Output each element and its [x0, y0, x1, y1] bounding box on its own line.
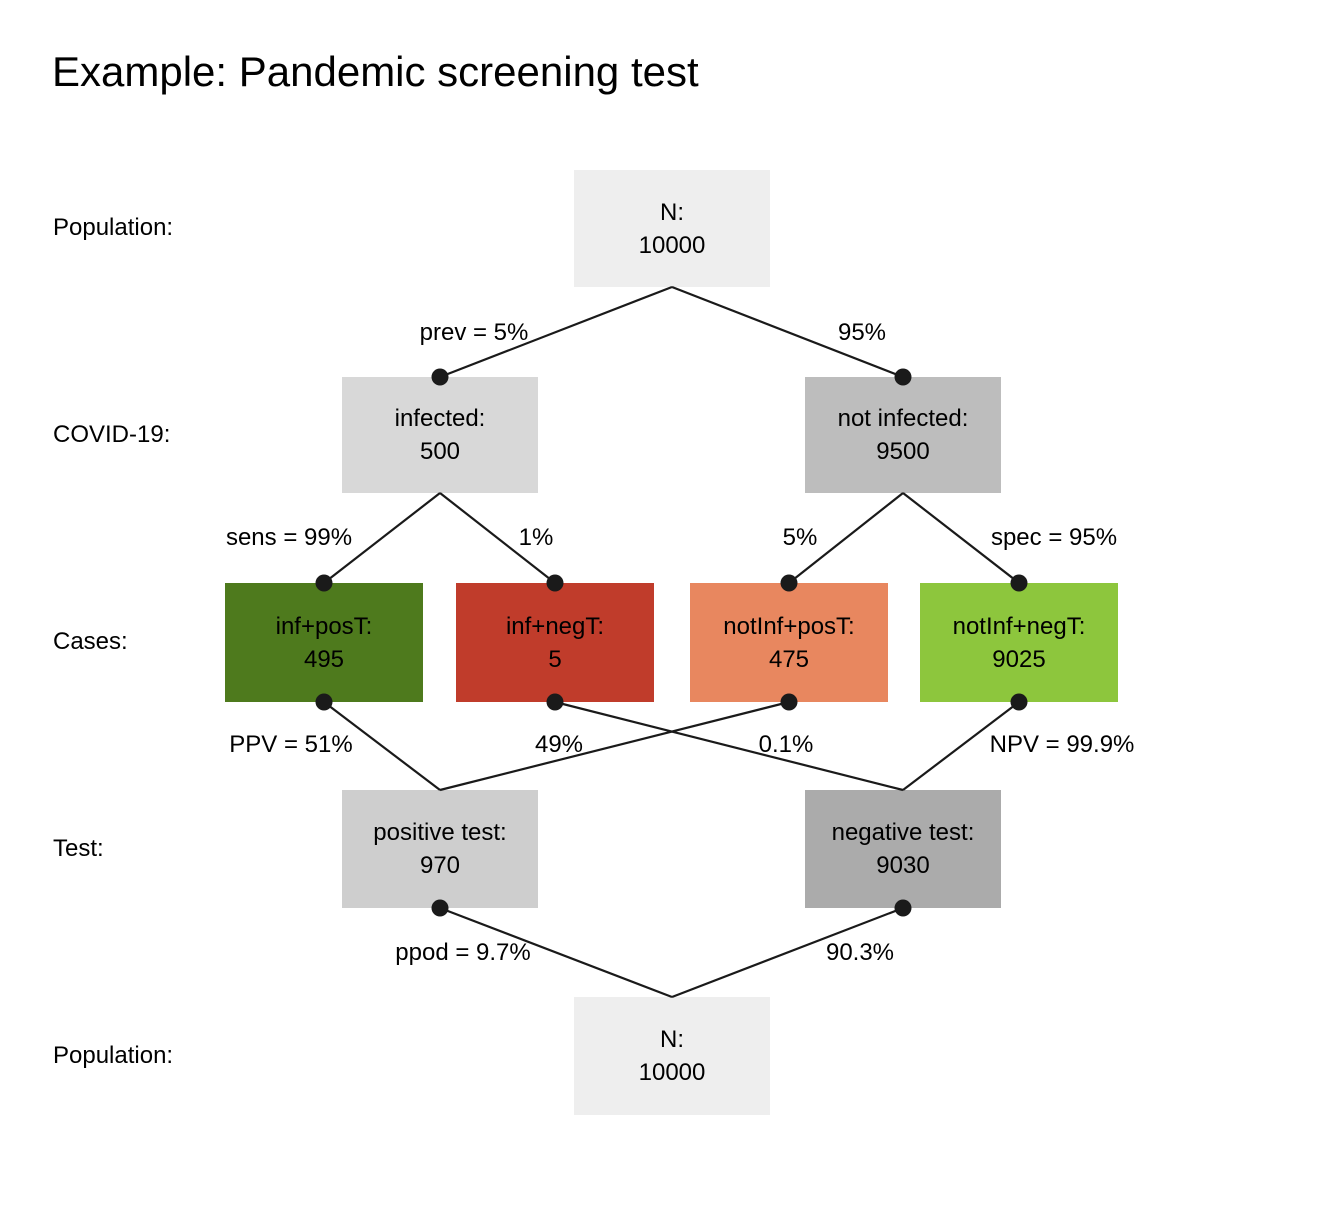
node-negative-test: negative test: 9030: [805, 790, 1001, 908]
node-positive-test: positive test: 970: [342, 790, 538, 908]
node-label: positive test:: [373, 819, 507, 846]
node-value: 475: [768, 645, 810, 673]
node-label: not infected:: [837, 405, 969, 432]
edge-label-npv: NPV = 99.9%: [989, 731, 1135, 758]
node-label: notInf+negT:: [952, 612, 1086, 640]
page-title: Example: Pandemic screening test: [52, 48, 699, 95]
edge-label-sens-complement: 1%: [518, 524, 554, 551]
node-label: notInf+posT:: [723, 612, 855, 640]
row-label-covid19: COVID-19:: [53, 421, 171, 448]
edge-label-sens: sens = 99%: [225, 524, 353, 551]
edge-label-ppv: PPV = 51%: [229, 731, 353, 758]
node-inf-posT: inf+posT: 495: [225, 583, 423, 702]
edge-label-spec-complement: 5%: [782, 524, 818, 551]
row-label-cases: Cases:: [53, 628, 128, 655]
node-value: 10000: [638, 1059, 706, 1086]
node-notInf-negT: notInf+negT: 9025: [920, 583, 1118, 702]
node-label: N:: [660, 1026, 684, 1053]
edge-line-ppv-complement: [439, 700, 790, 792]
edge-label-ppv-complement: 49%: [534, 731, 584, 758]
node-value: 9500: [876, 438, 930, 465]
node-label: N:: [660, 198, 684, 226]
node-label: inf+negT:: [505, 612, 605, 640]
edge-label-prev-complement: 95%: [837, 319, 887, 346]
edge-label-prev: prev = 5%: [419, 319, 529, 346]
node-value: 9030: [876, 852, 930, 879]
node-value: 5: [548, 645, 562, 673]
node-value: 495: [303, 645, 345, 673]
edge-line-npv-complement: [554, 700, 904, 792]
node-not-infected: not infected: 9500: [805, 377, 1001, 493]
node-inf-negT: inf+negT: 5: [456, 583, 654, 702]
row-label-population-top: Population:: [53, 214, 174, 241]
node-infected: infected: 500: [342, 377, 538, 493]
edge-label-npv-complement: 0.1%: [758, 731, 814, 758]
node-value: 500: [419, 438, 461, 465]
edge-label-ppod-complement: 90.3%: [825, 939, 895, 966]
row-label-test: Test:: [53, 835, 104, 862]
node-value: 9025: [992, 645, 1046, 673]
node-notInf-posT: notInf+posT: 475: [690, 583, 888, 702]
node-label: infected:: [394, 405, 486, 432]
edge-label-ppod: ppod = 9.7%: [395, 939, 531, 966]
node-population-top: N: 10000: [574, 170, 770, 287]
edge-label-spec: spec = 95%: [990, 524, 1118, 551]
node-population-bottom: N: 10000: [574, 997, 770, 1115]
node-label: negative test:: [831, 819, 975, 846]
node-value: 10000: [638, 231, 706, 259]
row-label-population-bottom: Population:: [53, 1042, 174, 1069]
node-label: inf+posT:: [275, 612, 373, 640]
node-value: 970: [419, 852, 461, 879]
